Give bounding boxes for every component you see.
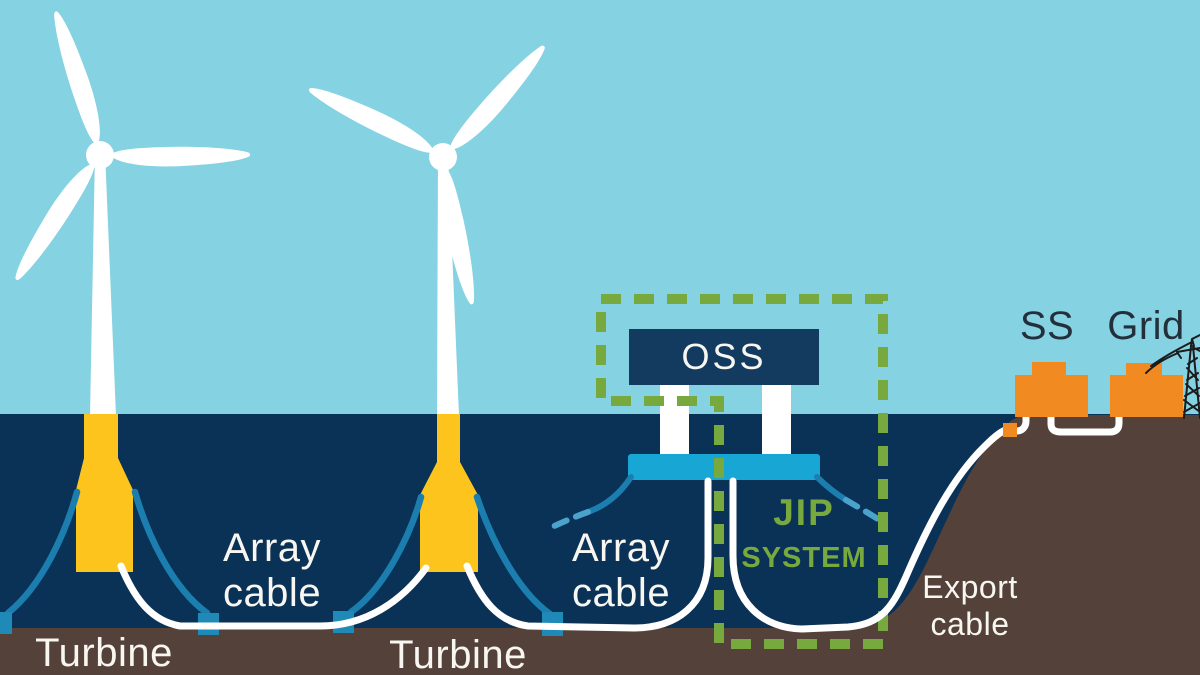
substation-building (1015, 362, 1088, 417)
jip-system-label: JIP SYSTEM (741, 494, 866, 573)
wind-turbine-1-icon (15, 11, 251, 416)
turbine-2-tower (437, 154, 459, 416)
jip-label-line1: JIP (773, 492, 835, 533)
turbine-1-blade (110, 146, 251, 167)
mooring-line (131, 488, 211, 617)
grid-label: Grid (1107, 304, 1185, 348)
oss-topside-box (629, 329, 819, 385)
turbine-1-blade (15, 163, 95, 280)
array-cable-1-label: Array cable (223, 526, 321, 616)
floater-mooring-solid (585, 474, 634, 515)
wind-turbine-2-icon (308, 45, 545, 416)
oss-floater-moorings (543, 474, 887, 533)
cable-ss-to-grid (1047, 412, 1123, 436)
turbine-2-label: Turbine (389, 633, 527, 675)
anchor (0, 612, 12, 634)
export-cable-main (729, 425, 1013, 633)
floater-mooring-dashed (843, 497, 887, 526)
cable-junction-to-ss (1013, 412, 1030, 435)
turbine-2-hub (429, 143, 457, 171)
turbine-2-blade (449, 45, 545, 150)
array-cables (117, 477, 712, 632)
array-cable-2-label-line1: Array (571, 526, 671, 570)
grid-building (1110, 363, 1183, 417)
turbine-1-tower (90, 152, 116, 416)
oss-leg (660, 384, 689, 458)
mooring-lines (4, 488, 554, 618)
turbine-2-blade (440, 166, 475, 305)
pylon-leg (1183, 345, 1192, 419)
power-lines (1145, 334, 1200, 374)
export-cable-label: Export cable (922, 569, 1017, 643)
export-cable-label-line1: Export (922, 569, 1018, 605)
mooring-line (347, 493, 425, 616)
pylon-lattice (1183, 357, 1200, 413)
array-cable-2-line (463, 477, 712, 632)
oss-label: OSS (681, 336, 767, 377)
spar-foundation-1 (76, 414, 133, 572)
array-cable-1-line (117, 562, 430, 630)
turbine-2-blade (308, 87, 435, 153)
array-cable-1-label-line2: cable (222, 571, 322, 615)
oss-leg (762, 384, 791, 458)
turbine-1-hub (86, 141, 114, 169)
cable-junction-box (1003, 423, 1017, 437)
array-cable-1-label-line1: Array (222, 526, 322, 570)
turbine-1-blade (54, 11, 100, 146)
export-cable-line (729, 412, 1123, 633)
mooring-line (4, 488, 81, 617)
jip-system-boundary (596, 294, 888, 649)
pylon-leg (1192, 345, 1200, 419)
export-cable-label-line2: cable (930, 606, 1010, 642)
jip-label-line2: SYSTEM (741, 542, 867, 574)
mooring-line (473, 493, 554, 618)
array-cable-2-label: Array cable (572, 526, 670, 616)
array-cable-2-label-line2: cable (571, 571, 671, 615)
floater-mooring-dashed (543, 509, 591, 533)
turbine-1-label: Turbine (35, 631, 173, 675)
substation-label: SS (1019, 304, 1075, 348)
transmission-tower-icon (1145, 334, 1200, 419)
seabed-and-shore (0, 415, 1200, 675)
spar-foundation-2 (420, 414, 478, 572)
